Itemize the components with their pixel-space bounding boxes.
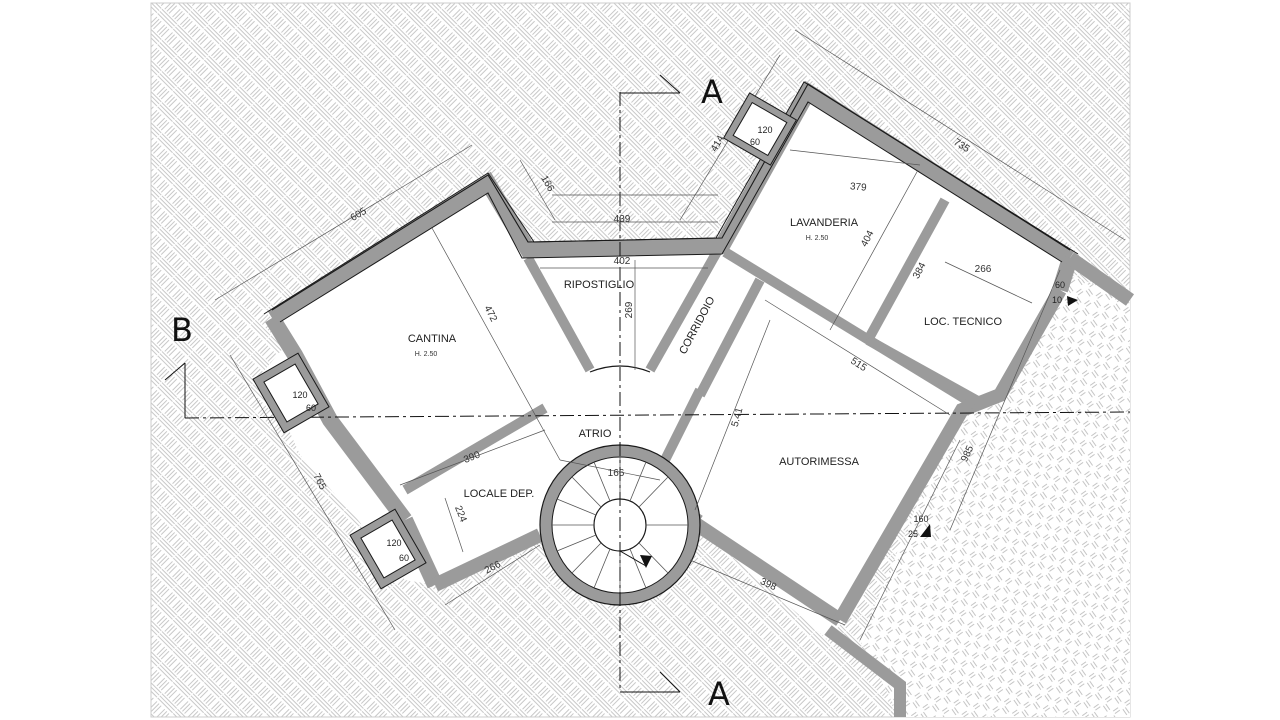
section-label-a-top: A: [701, 73, 723, 111]
arrow-tecnico: [1067, 296, 1078, 306]
section-label-b-left: B: [171, 311, 193, 349]
arrow-autorimessa: [920, 524, 931, 537]
wall-outlines: [263, 81, 1079, 323]
section-label-a-bottom: A: [708, 675, 730, 713]
building-footprint: [263, 92, 1070, 640]
window-lavanderia-120: 120: [757, 125, 772, 135]
window-lavanderia-60: 60: [750, 137, 760, 147]
dimension-402: 402: [614, 256, 631, 267]
inner-walls: [402, 197, 988, 525]
window-cantina-60: 60: [306, 403, 316, 413]
dimension-166-stair: 166: [608, 468, 625, 479]
window-locale-120: 120: [386, 538, 401, 548]
room-label-cantina: CANTINA: [408, 333, 457, 345]
room-label-loc-tecnico: LOC. TECNICO: [924, 316, 1002, 328]
room-label-locale-dep: LOCALE DEP.: [464, 488, 535, 500]
section-axes: [184, 92, 1131, 692]
room-label-lavanderia: LAVANDERIA: [790, 217, 859, 229]
atrio-arc: [589, 365, 651, 373]
dimension-379: 379: [849, 181, 867, 193]
dimension-lines: [214, 29, 1126, 641]
paving-strip: [860, 270, 1130, 717]
dimension-541: 5.41: [730, 406, 746, 428]
dimension-269: 269: [624, 301, 635, 318]
window-locale-60: 60: [399, 553, 409, 563]
window-cantina-120: 120: [292, 390, 307, 400]
window-autorimessa-25: 25: [908, 529, 918, 539]
room-height-cantina: H. 2.50: [415, 351, 438, 358]
window-tecnico-60: 60: [1055, 280, 1065, 290]
window-tecnico-10: 10: [1052, 295, 1062, 305]
room-height-lavanderia: H. 2.50: [806, 235, 829, 242]
room-label-atrio: ATRIO: [579, 428, 612, 440]
window-autorimessa-160: 160: [913, 514, 928, 524]
room-label-autorimessa: AUTORIMESSA: [779, 456, 860, 468]
section-markers: [164, 74, 681, 693]
window-labels: 120 60 120 60 120 60 60 10 160 25: [292, 125, 1065, 563]
room-label-ripostiglio: RIPOSTIGLIO: [564, 279, 635, 291]
dimension-266-right: 266: [975, 264, 992, 275]
dimension-439: 439: [614, 214, 631, 225]
window-niches: [252, 92, 798, 590]
